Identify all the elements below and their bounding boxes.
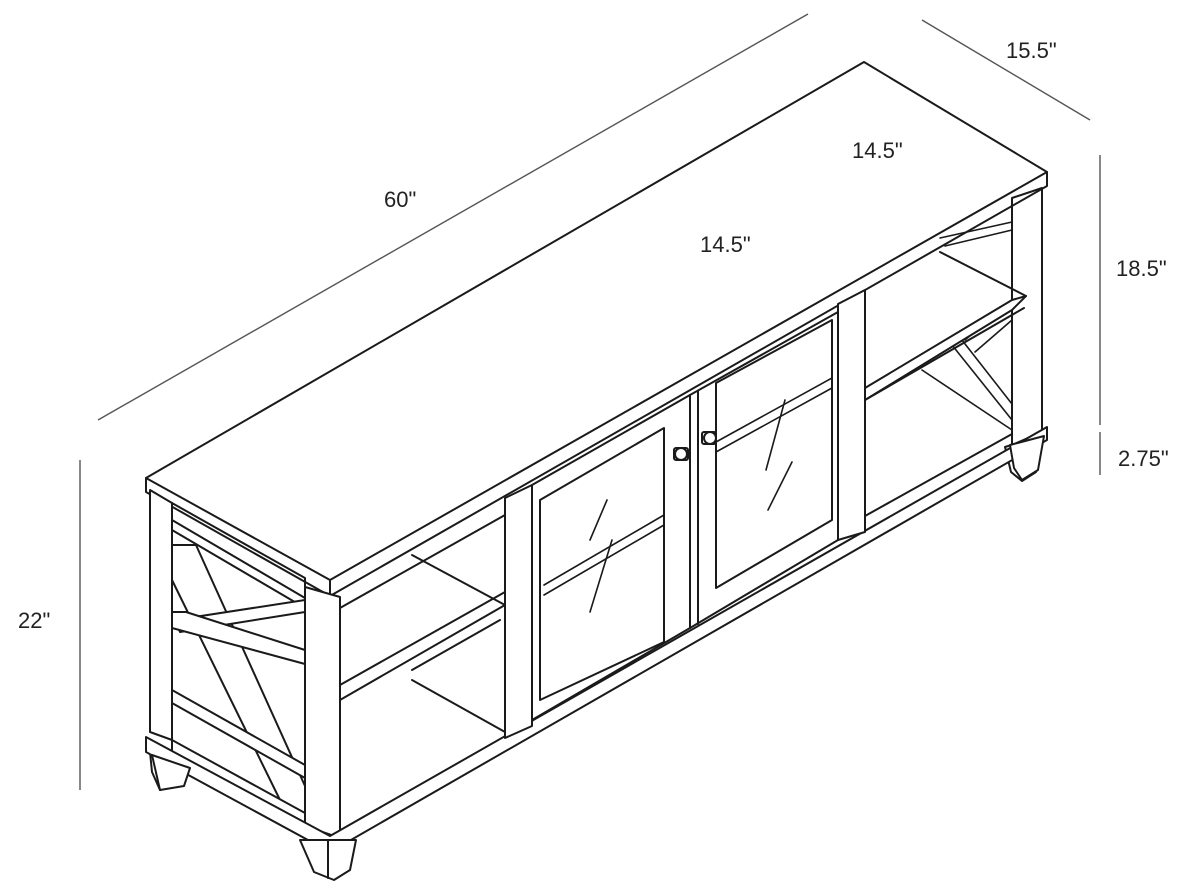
tv-stand-drawing bbox=[145, 61, 1048, 881]
left-side-panel bbox=[149, 489, 173, 741]
left-divider bbox=[504, 484, 533, 739]
door-knob-left bbox=[673, 447, 689, 461]
left-front-post bbox=[304, 586, 341, 839]
depth-dimension-line bbox=[921, 19, 1091, 121]
right-divider bbox=[837, 289, 866, 541]
opening-depth-label: 14.5" bbox=[852, 138, 903, 163]
width-label: 60" bbox=[384, 187, 416, 212]
right-open-shelving bbox=[864, 251, 1027, 517]
body-height-label: 18.5" bbox=[1116, 256, 1167, 281]
width-dimension-line bbox=[97, 13, 809, 421]
front-right-leg bbox=[1009, 435, 1045, 481]
left-open-shelving bbox=[339, 514, 506, 733]
opening-width-label: 14.5" bbox=[700, 232, 751, 257]
bottom-rail bbox=[145, 426, 1048, 853]
depth-label: 15.5" bbox=[1006, 38, 1057, 63]
left-side-x-brace bbox=[171, 519, 306, 827]
total-height-label: 22" bbox=[18, 608, 50, 633]
dimension-labels: 60" 15.5" 14.5" 14.5" 18.5" 2.75" 22" bbox=[18, 38, 1169, 633]
left-leg-back bbox=[151, 754, 191, 791]
door-knob-right bbox=[701, 431, 717, 445]
right-glass-door bbox=[689, 311, 839, 629]
right-side-panel bbox=[1011, 187, 1043, 446]
left-glass-door bbox=[531, 394, 691, 721]
leg-height-label: 2.75" bbox=[1118, 446, 1169, 471]
